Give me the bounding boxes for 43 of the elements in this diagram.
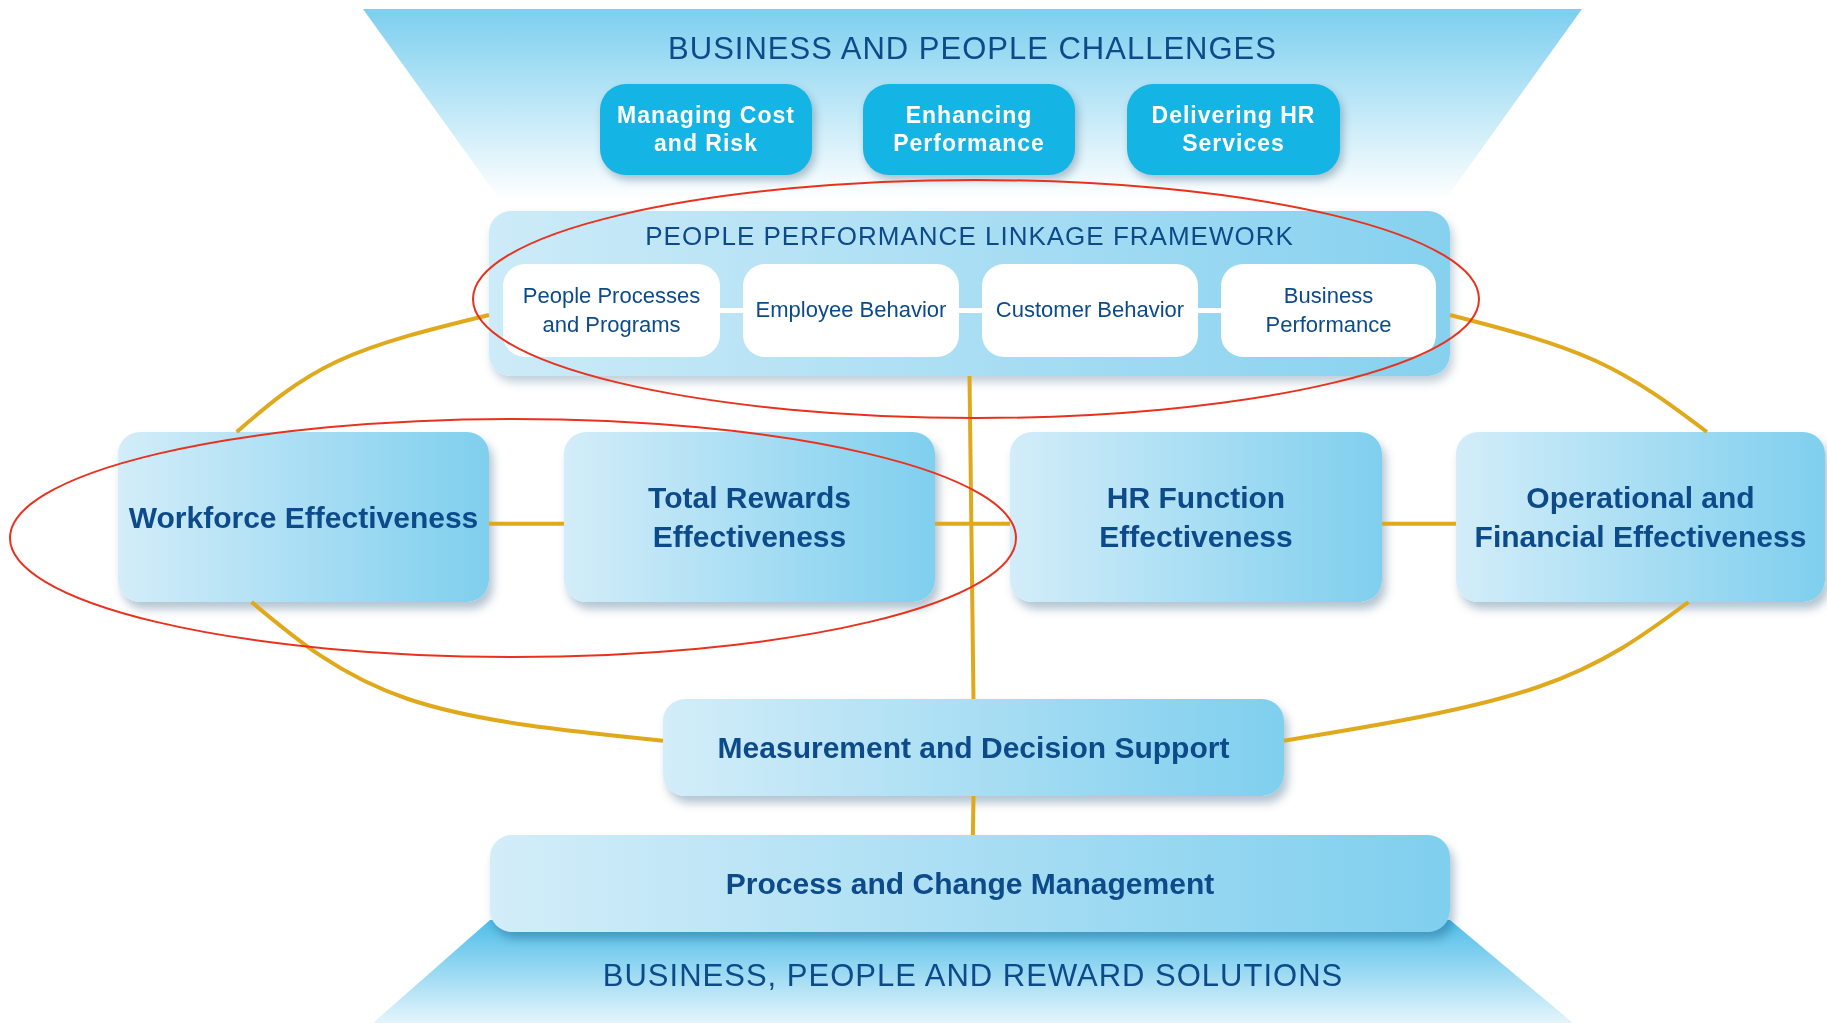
connector-line — [1283, 600, 1690, 743]
capability-box — [1010, 432, 1382, 602]
box-label: Workforce Effectiveness — [128, 499, 479, 536]
box-label: Process and Change Management — [725, 866, 1215, 902]
box-label: Enhancing Performance — [892, 101, 1046, 158]
box-label: Total Rewards Effectiveness — [647, 480, 852, 555]
challenge-box — [863, 84, 1075, 175]
framework-heading: PEOPLE PERFORMANCE LINKAGE FRAMEWORK — [644, 221, 1295, 252]
challenge-box — [600, 84, 812, 175]
capability-box — [118, 432, 489, 602]
framework-step-box — [503, 264, 720, 357]
connector-line — [720, 308, 743, 313]
band-heading: BUSINESS AND PEOPLE CHALLENGES — [667, 31, 1278, 67]
connector-line — [959, 308, 982, 313]
box-label: Delivering HR Services — [1150, 101, 1317, 158]
connector-line — [970, 795, 976, 836]
framework-step-box — [743, 264, 959, 357]
framework-step-box — [1221, 264, 1436, 357]
connector-line — [935, 521, 1010, 526]
box-label: Employee Behavior — [755, 296, 947, 325]
box-label: Operational and Financial Effectiveness — [1473, 480, 1808, 555]
box-label: Customer Behavior — [995, 296, 1185, 325]
challenge-box — [1127, 84, 1340, 175]
capability-box — [1456, 432, 1825, 602]
connector-line — [250, 600, 664, 743]
connector-line — [1382, 521, 1456, 526]
connector-line — [489, 521, 564, 526]
band-heading: BUSINESS, PEOPLE AND REWARD SOLUTIONS — [601, 958, 1345, 994]
connector-line — [967, 375, 976, 700]
capability-box — [663, 699, 1284, 796]
box-label: Business Performance — [1264, 281, 1393, 339]
box-label: Measurement and Decision Support — [717, 730, 1230, 766]
capability-box — [490, 835, 1450, 932]
connector-line — [235, 313, 490, 434]
connector-line — [1198, 308, 1221, 313]
capability-box — [564, 432, 935, 602]
box-label: HR Function Effectiveness — [1098, 480, 1294, 555]
box-label: Managing Cost and Risk — [616, 101, 796, 158]
solutions-band — [373, 920, 1573, 1023]
box-label: People Processes and Programs — [521, 281, 702, 339]
framework-step-box — [982, 264, 1198, 357]
framework-panel — [489, 211, 1450, 376]
connector-line — [1449, 313, 1709, 434]
